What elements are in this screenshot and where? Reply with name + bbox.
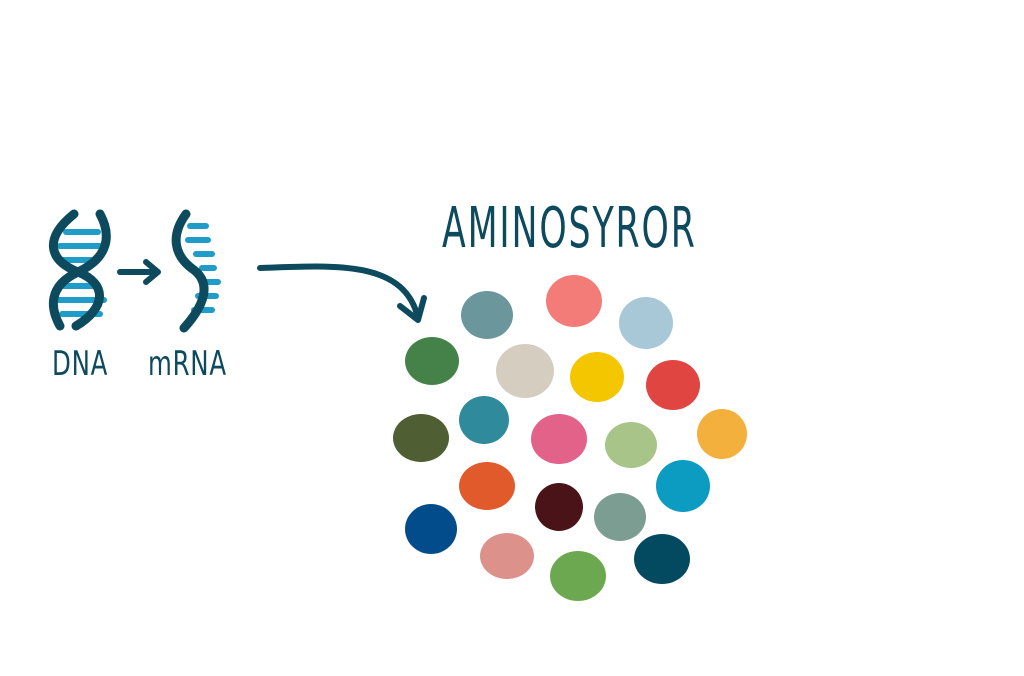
amino-acid-blob — [459, 396, 509, 444]
amino-acid-blob — [461, 291, 513, 339]
amino-acids-title: AMINOSYROR — [442, 196, 697, 261]
mrna-label: mRNA — [148, 344, 227, 384]
amino-acid-blob — [550, 551, 606, 601]
dna-label: DNA — [52, 344, 109, 384]
amino-acid-blob — [605, 422, 657, 468]
amino-acid-cluster — [393, 275, 747, 601]
amino-acid-blob — [531, 414, 587, 464]
amino-acid-blob — [594, 493, 646, 541]
amino-acid-blob — [656, 460, 710, 512]
amino-acid-blob — [619, 297, 673, 349]
amino-acid-blob — [405, 337, 459, 385]
curved-arrow-icon — [257, 263, 427, 323]
amino-acid-blob — [646, 360, 700, 410]
amino-acid-blob — [546, 275, 602, 327]
dna-double-helix-icon — [49, 209, 111, 331]
amino-acid-blob — [405, 504, 457, 554]
mrna-single-strand-icon — [171, 209, 221, 333]
amino-acid-blob — [697, 409, 747, 459]
amino-acid-blob — [459, 462, 515, 510]
amino-acid-blob — [570, 352, 624, 402]
amino-acid-blob — [496, 344, 554, 398]
amino-acid-blob — [634, 534, 690, 584]
amino-acid-blob — [535, 483, 583, 531]
amino-acid-blob — [480, 533, 534, 579]
arrow-right-icon — [117, 259, 161, 285]
amino-acid-blob — [393, 414, 449, 462]
